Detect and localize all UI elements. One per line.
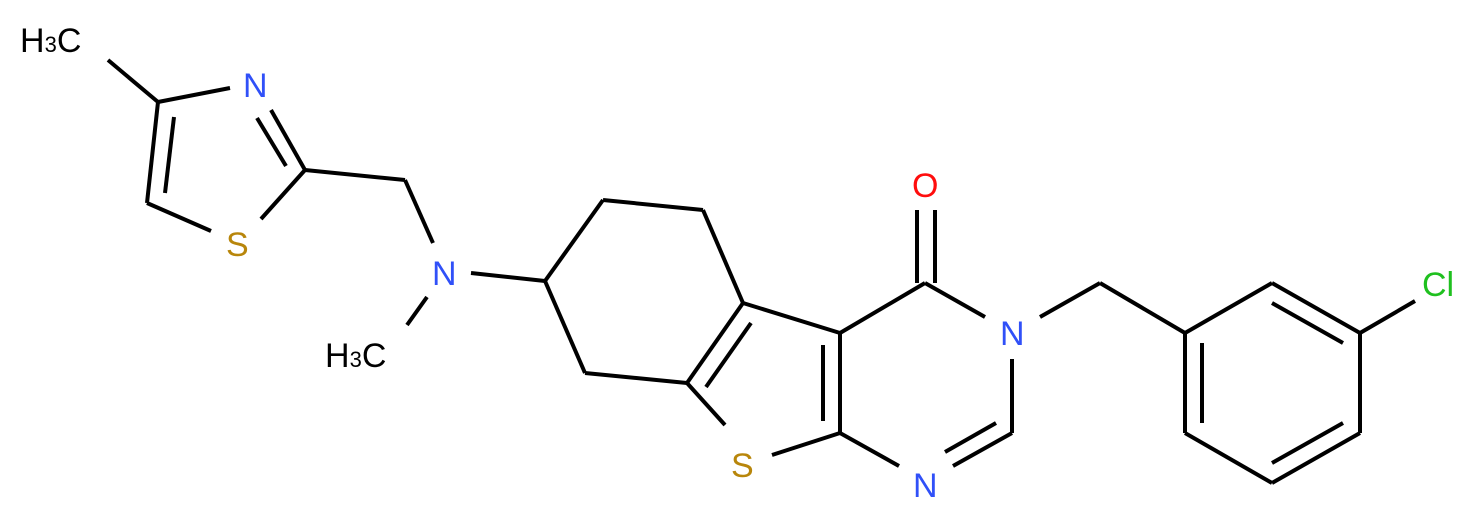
thiophene-ring <box>685 301 842 457</box>
thiazole-sulfur-label: S <box>226 226 249 264</box>
pyrimidine-n3-label: N <box>1000 315 1025 353</box>
methyl-label-top: H3C <box>20 22 81 60</box>
cyclohexene-ring <box>543 198 753 389</box>
thiophene-sulfur-label: S <box>731 447 754 485</box>
thiazole-ring <box>106 58 435 244</box>
pyrimidinone-ring <box>838 210 1101 468</box>
pyrimidine-n1-label: N <box>913 467 938 505</box>
chlorine-label: Cl <box>1422 266 1454 304</box>
methyl-label-amine: H3C <box>325 337 386 375</box>
chlorophenyl-ring <box>1098 281 1417 485</box>
carbonyl-oxygen-label: O <box>912 167 938 205</box>
amine-nitrogen-label: N <box>432 255 457 293</box>
amine-bonds <box>405 271 546 327</box>
thiazole-nitrogen-label: N <box>243 67 268 105</box>
